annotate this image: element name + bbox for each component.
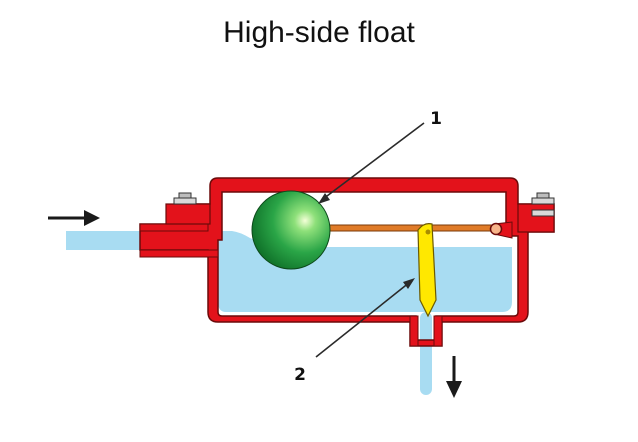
- right-flange: [517, 203, 555, 233]
- inlet-pipe-wall-top: [139, 223, 209, 232]
- bolt-icon: [173, 192, 197, 205]
- callout-label-1: 1: [430, 109, 442, 129]
- outlet-liquid-stream: [420, 312, 432, 395]
- callout-leader-2: [315, 278, 415, 358]
- left-flange: [165, 203, 211, 225]
- bolt-icon: [531, 192, 555, 205]
- needle-valve: [417, 223, 437, 318]
- diagram-title: High-side float: [223, 16, 415, 49]
- outlet-tube-wall-left: [409, 315, 419, 347]
- pivot-icon: [489, 222, 503, 236]
- outlet-tube-wall-right: [433, 315, 443, 347]
- callout-label-2: 2: [294, 365, 306, 385]
- bolt-icon: [531, 209, 555, 217]
- inlet-pipe-wall-bottom: [139, 249, 219, 258]
- arrow-right-icon: [48, 210, 100, 226]
- callout-leader-1: [318, 122, 425, 204]
- float-lever-arm: [327, 224, 497, 232]
- arrow-down-icon: [446, 356, 462, 398]
- float-ball: [251, 190, 331, 270]
- needle-pin-icon: [425, 229, 431, 235]
